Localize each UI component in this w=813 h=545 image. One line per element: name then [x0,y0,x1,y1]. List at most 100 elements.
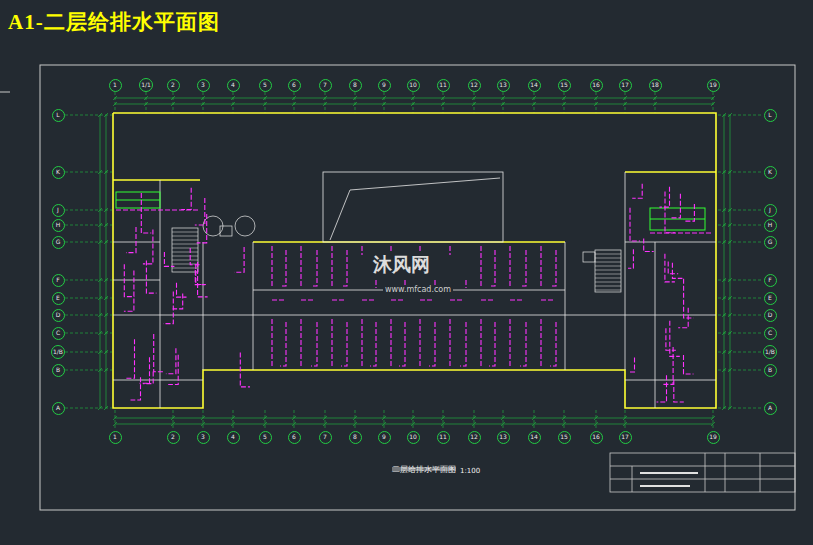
stair-tread [595,290,621,291]
drain-pipe [672,263,682,279]
axis-grid [65,92,763,430]
drain-pipe [550,322,556,366]
axis-label: 17 [621,434,629,440]
dimension-tick [98,113,102,117]
drain-pipe [460,322,466,366]
drain-pipe [195,270,205,285]
axis-bubble: 9 [378,79,391,92]
grid-line [65,210,112,211]
dimension-tick [98,208,102,212]
drain-pipe [361,246,362,255]
dimension-tick [323,416,327,420]
watermark-box: 沐风网 [370,252,433,278]
dimension-tick [104,313,108,317]
dimension-tick [472,422,476,426]
drain-pipe [449,246,450,255]
drain-pipe [140,357,150,383]
axis-bubble: 8 [349,431,362,444]
dimension-tick [501,422,505,426]
dimension-tick [441,416,445,420]
stair-tread [595,282,621,283]
axis-bubble: B [52,364,65,377]
dimension-tick [98,313,102,317]
drain-pipe [509,319,510,366]
drain-pipe [666,328,676,350]
axis-label: 1/1 [141,82,151,88]
grid-line [713,92,714,113]
dimension-tick [382,422,386,426]
drain-pipe [489,322,495,366]
dimension-tick [104,223,108,227]
wall [565,242,566,370]
dimension-tick [231,416,235,420]
dimension-tick [532,422,536,426]
grid-line [115,92,116,113]
axis-label: 18 [651,82,659,88]
drain-pipe [429,322,435,366]
dimension-tick [104,170,108,174]
axis-bubble: F [52,274,65,287]
dimension-tick [171,416,175,420]
axis-bubble: J [764,204,777,217]
dimension-tick [722,113,726,117]
axis-bubble: A [52,402,65,415]
axis-bubble: 15 [558,431,571,444]
watermark: 沐风网 [370,253,433,275]
drain-pipe [550,250,556,286]
drain-pipe [480,246,481,286]
dimension-line [730,115,731,408]
dimension-line [100,115,101,408]
dimension-tick [98,368,102,372]
grid-line [65,352,112,353]
axis-bubble: 7 [319,79,332,92]
grid-line [503,410,504,430]
wall [625,242,716,243]
title-block-border [610,453,795,492]
grid-line [173,410,174,430]
dimension-tick [501,102,505,106]
axis-bubble: 1/B [51,345,65,359]
dimension-tick [728,223,732,227]
dimension-tick [623,416,627,420]
axis-label: H [56,222,61,228]
drain-pipe [684,355,694,374]
stair-symbols [172,216,621,292]
dimension-tick [623,102,627,106]
grid-line [233,410,234,430]
dimension-tick [594,416,598,420]
stair-tread [595,286,621,287]
watermark-url-box: www.mfcad.com [383,277,453,296]
drain-pipe [540,246,541,286]
axis-label: 7 [323,434,327,440]
drain-pipe [341,250,347,286]
axis-bubble: B [764,364,777,377]
drain-pipe [331,246,332,286]
drain-pipe [632,184,642,199]
dimension-line [724,115,725,408]
drain-pipe [300,246,301,286]
axis-label: 7 [323,82,327,88]
axis-label: 1/B [53,349,63,355]
wall [625,172,626,370]
fixture-line [116,200,160,201]
dimension-tick [104,350,108,354]
dimension-tick [653,102,657,106]
dimension-tick [98,223,102,227]
axis-label: 2 [171,82,175,88]
axis-label: 4 [231,434,235,440]
atrium-line [330,178,500,240]
stair-tread [172,268,198,269]
grid-line [503,92,504,113]
grid-line [325,92,326,113]
drain-pipe [341,322,347,366]
frame-mark [0,92,10,93]
drain-pipe [480,319,481,366]
dimension-tick [623,96,627,100]
axis-bubble: D [764,309,777,322]
axis-label: C [56,330,60,336]
axis-label: F [56,277,59,283]
dimension-tick [382,416,386,420]
axis-label: 3 [201,82,205,88]
drain-pipe [126,227,136,253]
